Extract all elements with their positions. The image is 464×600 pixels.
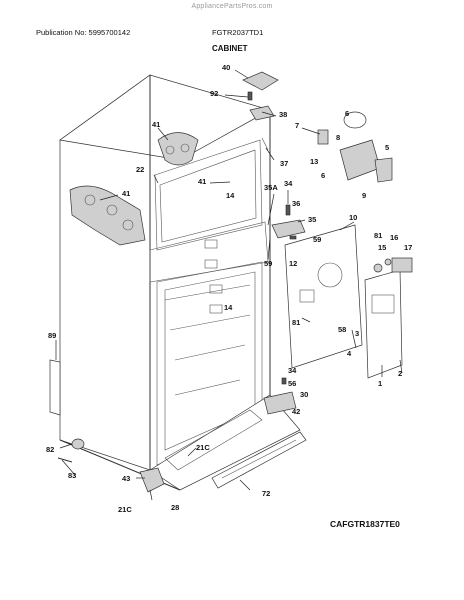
top-foam-part	[157, 132, 199, 166]
model-number: FGTR2037TD1	[212, 28, 264, 37]
callout-label: 41	[198, 177, 206, 186]
callout-label: 15	[378, 243, 386, 252]
callout-label: 89	[48, 331, 56, 340]
control-housing	[284, 224, 363, 369]
callout-label: 42	[292, 407, 300, 416]
callout-label: 59	[313, 235, 321, 244]
callout-label: 2	[398, 369, 402, 378]
callout-label: 17	[404, 243, 412, 252]
callout-label: 36	[292, 199, 300, 208]
callout-label: 21C	[196, 443, 210, 452]
thermostat-cluster	[317, 111, 393, 183]
callout-label: 9	[362, 191, 366, 200]
callout-label: 56	[288, 379, 296, 388]
callout-label: 10	[349, 213, 357, 222]
callout-label: 13	[310, 157, 318, 166]
callout-label: 81	[374, 231, 382, 240]
callout-label: 35A	[264, 183, 278, 192]
callout-label: 22	[136, 165, 144, 174]
callout-label: 8	[336, 133, 340, 142]
callout-label: 58	[338, 325, 346, 334]
callout-label: 34	[284, 179, 293, 188]
callout-label: 14	[224, 303, 233, 312]
callout-label: 30	[300, 390, 308, 399]
callout-label: 21C	[118, 505, 132, 514]
electrical-parts	[373, 257, 413, 273]
callout-label: 43	[122, 474, 130, 483]
side-panel-strip	[49, 359, 61, 416]
callout-label: 92	[210, 89, 218, 98]
callout-label: 1	[378, 379, 382, 388]
callout-label: 6	[345, 109, 349, 118]
callout-label: 6	[321, 171, 325, 180]
callout-label: 41	[122, 189, 130, 198]
publication-number: Publication No: 5995700142	[36, 28, 131, 37]
callout-label: 81	[292, 318, 300, 327]
callout-label: 12	[289, 259, 297, 268]
callout-label: 7	[295, 121, 299, 130]
callout-label: 82	[46, 445, 54, 454]
top-hinge-parts	[242, 71, 279, 151]
callout-label: 34	[288, 366, 297, 375]
callout-label: 3	[355, 329, 359, 338]
leader-lines	[55, 69, 403, 501]
section-title: CABINET	[212, 44, 248, 53]
bracket-parts	[271, 204, 306, 240]
watermark: AppliancePartsPros.com	[191, 3, 273, 10]
light-housing	[364, 269, 403, 379]
callout-label: 40	[222, 63, 230, 72]
cabinet-shell	[59, 74, 301, 491]
callout-label: 16	[390, 233, 398, 242]
callout-label: 59	[264, 259, 272, 268]
diagram-code: CAFGTR1837TE0	[330, 519, 400, 529]
callout-label: 38	[279, 110, 287, 119]
side-foam-part	[69, 185, 146, 246]
callout-label: 4	[347, 349, 352, 358]
callout-labels: 40 92 38 41 7 6 22 13 8 5 37 6 9 41 14 3…	[46, 63, 412, 514]
kickplate	[211, 431, 307, 489]
callout-label: 83	[68, 471, 76, 480]
hinge-bracket	[263, 377, 297, 415]
callout-label: 28	[171, 503, 179, 512]
callout-label: 14	[226, 191, 235, 200]
callout-label: 72	[262, 489, 270, 498]
callout-label: 41	[152, 120, 160, 129]
callout-label: 35	[308, 215, 316, 224]
callout-label: 37	[280, 159, 288, 168]
callout-label: 5	[385, 143, 389, 152]
